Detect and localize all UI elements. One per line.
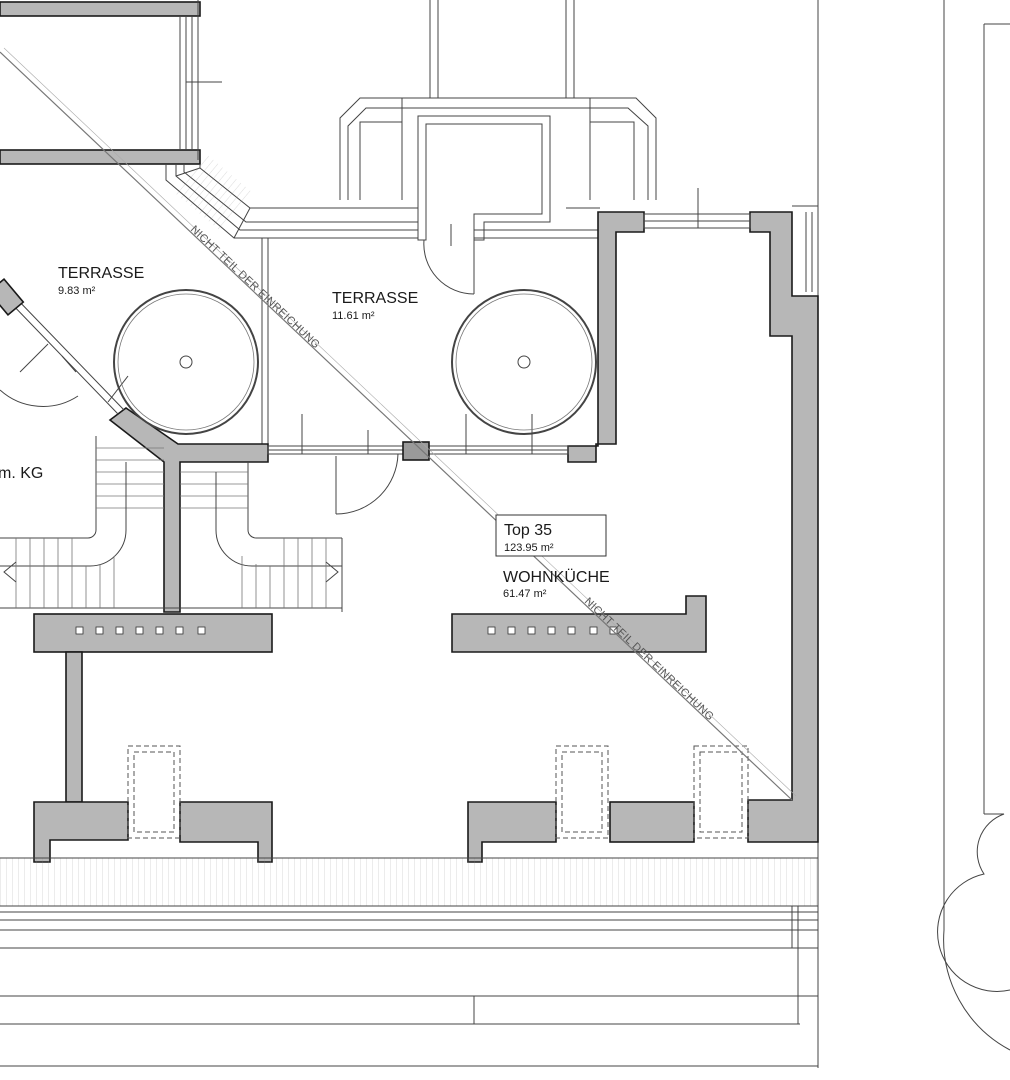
room-label-terrace-center: TERRASSE 11.61 m² bbox=[332, 290, 418, 322]
unit-name: Top 35 bbox=[504, 522, 552, 539]
chimney-shaft bbox=[417, 115, 551, 295]
terrace-window-wall bbox=[0, 277, 569, 613]
room-name: WOHNKÜCHE bbox=[503, 568, 610, 586]
exclusion-note-upper: NICHT TEIL DER EINREICHUNG bbox=[188, 223, 322, 351]
unit-label-box: Top 35 123.95 m² bbox=[495, 514, 607, 557]
room-area: 11.61 m² bbox=[332, 310, 375, 322]
partial-room-label: m. KG bbox=[0, 465, 43, 482]
terrace-parapet bbox=[165, 154, 600, 444]
planter-center bbox=[451, 289, 597, 435]
room-name: TERRASSE bbox=[58, 265, 144, 282]
room-label-kitchen: WOHNKÜCHE 61.47 m² bbox=[503, 568, 610, 600]
roof-beams bbox=[33, 595, 707, 803]
room-area: 9.83 m² bbox=[58, 285, 96, 297]
upper-left-balcony bbox=[0, 0, 222, 165]
staircase bbox=[0, 436, 343, 612]
exclusion-line bbox=[0, 47, 797, 801]
eaves bbox=[0, 857, 818, 1067]
bottom-walls bbox=[33, 745, 749, 863]
neighbour-building bbox=[937, 0, 1010, 1051]
room-area: 61.47 m² bbox=[503, 588, 547, 600]
unit-area: 123.95 m² bbox=[504, 542, 554, 554]
room-label-terrace-left: TERRASSE 9.83 m² bbox=[58, 265, 144, 297]
room-name: TERRASSE bbox=[332, 290, 418, 307]
planter-left bbox=[113, 289, 259, 435]
